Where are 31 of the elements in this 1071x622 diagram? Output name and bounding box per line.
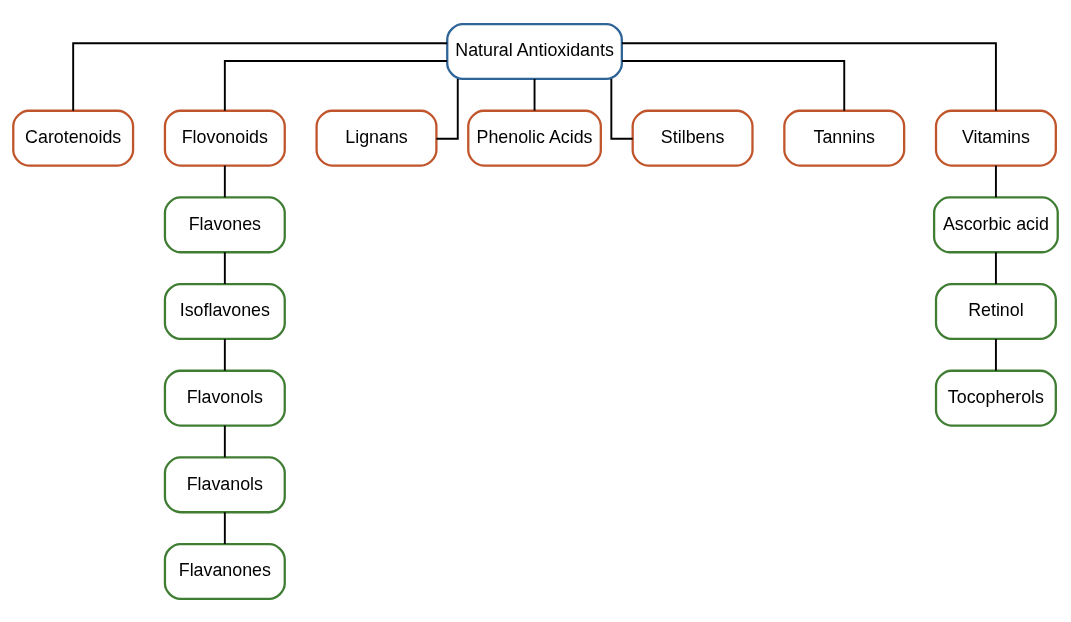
connector xyxy=(994,250,997,285)
connector xyxy=(223,59,448,112)
connector xyxy=(621,59,846,112)
node-box: Isoflavones xyxy=(163,282,286,340)
connector xyxy=(435,77,459,140)
connector xyxy=(610,77,634,140)
node-box: Lignans xyxy=(315,109,438,167)
node-box: Tocopherols xyxy=(934,369,1057,427)
node-box: Flavones xyxy=(163,195,286,253)
node-box: Carotenoids xyxy=(12,109,135,167)
connector xyxy=(223,337,226,372)
node-box: Flavonols xyxy=(163,369,286,427)
node-box: Flavanols xyxy=(163,455,286,513)
node-box: Flovonoids xyxy=(163,109,286,167)
connector xyxy=(223,164,226,198)
connector xyxy=(533,77,536,112)
node-box: Natural Antioxidants xyxy=(446,22,623,80)
connector xyxy=(72,41,449,112)
node-box: Ascorbic acid xyxy=(932,195,1059,253)
connector xyxy=(223,424,226,458)
connector xyxy=(994,164,997,198)
node-box: Flavanones xyxy=(163,542,286,600)
node-box: Stilbens xyxy=(631,109,754,167)
node-box: Vitamins xyxy=(934,109,1057,167)
connector xyxy=(620,41,997,112)
connector xyxy=(223,510,226,545)
node-box: Phenolic Acids xyxy=(467,109,602,167)
connector xyxy=(994,337,997,372)
connector xyxy=(223,250,226,285)
node-box: Tannins xyxy=(783,109,906,167)
node-box: Retinol xyxy=(934,282,1057,340)
